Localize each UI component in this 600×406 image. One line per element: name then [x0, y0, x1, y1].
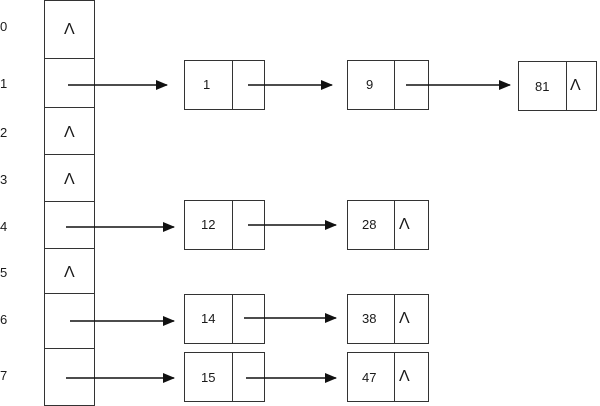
list-node: 38 Λ	[347, 294, 429, 344]
table-slot-0: Λ	[44, 0, 95, 59]
null-symbol: Λ	[64, 171, 75, 188]
pointer-field-divider	[232, 61, 233, 109]
pointer-field-divider	[394, 61, 395, 109]
index-label-3: 3	[0, 172, 8, 187]
node-value: 81	[535, 79, 550, 94]
list-node: 28 Λ	[347, 200, 429, 250]
list-node: 47 Λ	[347, 352, 429, 402]
pointer-field-divider	[232, 295, 233, 343]
null-symbol: Λ	[64, 124, 75, 141]
table-slot-7	[44, 348, 95, 406]
index-label-5: 5	[0, 265, 8, 280]
index-label-0: 0	[0, 19, 8, 34]
index-label-7: 7	[0, 368, 8, 383]
node-value: 14	[201, 311, 216, 326]
list-node: 15	[184, 352, 265, 402]
pointer-field-divider	[394, 353, 395, 401]
pointer-field-divider	[232, 201, 233, 249]
null-symbol: Λ	[64, 264, 75, 281]
node-value: 12	[201, 217, 216, 232]
table-slot-5: Λ	[44, 248, 95, 294]
node-value: 47	[362, 370, 377, 385]
node-value: 9	[366, 77, 374, 92]
index-label-6: 6	[0, 312, 8, 327]
pointer-field-divider	[394, 295, 395, 343]
index-label-1: 1	[0, 76, 8, 91]
null-symbol: Λ	[64, 21, 75, 38]
null-symbol: Λ	[399, 368, 410, 385]
pointer-field-divider	[566, 62, 567, 110]
pointer-field-divider	[394, 201, 395, 249]
index-label-4: 4	[0, 219, 8, 234]
node-value: 28	[362, 217, 377, 232]
null-symbol: Λ	[399, 216, 410, 233]
table-slot-2: Λ	[44, 107, 95, 155]
node-value: 15	[201, 370, 216, 385]
list-node: 14	[184, 294, 265, 344]
node-value: 38	[362, 311, 377, 326]
node-value: 1	[203, 77, 211, 92]
pointer-field-divider	[232, 353, 233, 401]
index-label-2: 2	[0, 125, 8, 140]
list-node: 81 Λ	[518, 61, 597, 111]
null-symbol: Λ	[570, 77, 581, 94]
null-symbol: Λ	[399, 310, 410, 327]
